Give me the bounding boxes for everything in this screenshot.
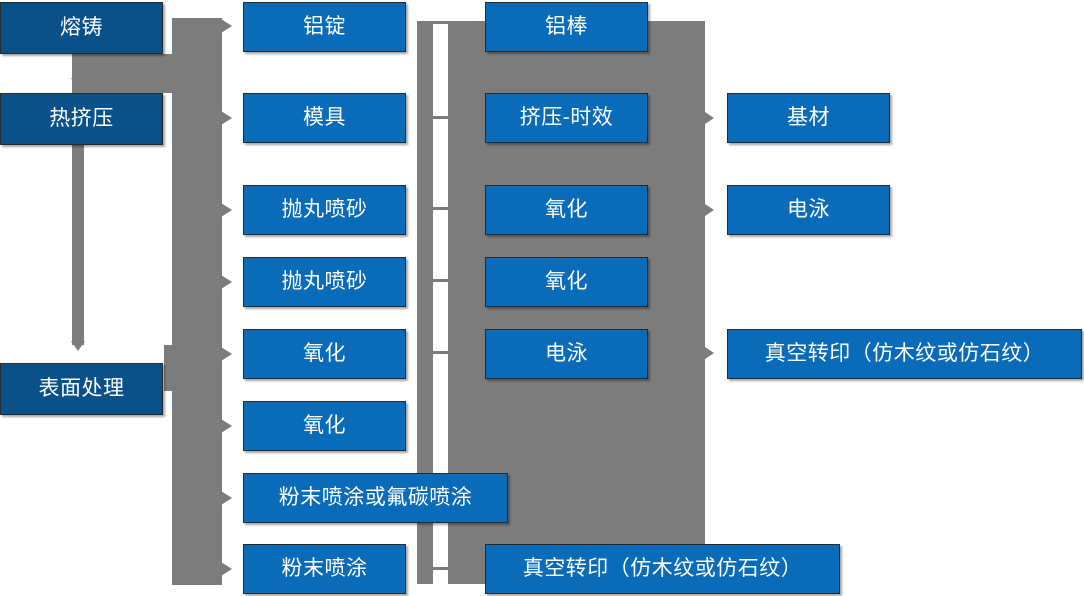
arrow-to-sub-1 [221,19,232,33]
sub-node-paowanpensha-2[interactable]: 抛丸喷砂 [243,257,406,307]
sub-node-label: 模具 [303,106,346,130]
sub-node-label: 抛丸喷砂 [281,198,368,222]
arrow-to-out-1 [705,112,714,124]
connector-stage2-to-stage3-arrowhead [71,341,85,351]
rung-to-treat-4 [432,279,456,282]
treat-node-lvbang[interactable]: 铝棒 [485,2,648,52]
sub-node-fenmopentu-huotanpentu[interactable]: 粉末喷涂或氟碳喷涂 [243,473,508,523]
sub-node-yanghua-2[interactable]: 氧化 [243,401,406,451]
riser-bar-column2 [417,21,433,584]
arrow-to-out-3 [705,347,714,359]
sub-node-label: 氧化 [303,414,346,438]
connector-stage-band-upper [72,54,184,93]
arrow-to-sub-3 [221,203,232,217]
treat-node-label: 真空转印（仿木纹或仿石纹） [522,557,803,581]
treat-node-yanghua-2[interactable]: 氧化 [485,257,648,307]
treat-node-dianyong[interactable]: 电泳 [485,329,648,379]
stage-node-biaomianchuli[interactable]: 表面处理 [0,363,163,415]
rung-to-treat-3 [432,207,456,210]
connector-stage2-to-stage3-stem [72,145,84,345]
sub-node-lvding[interactable]: 铝锭 [243,2,406,52]
rung-to-treat-5 [432,351,456,354]
output-node-dianyong[interactable]: 电泳 [727,185,890,235]
treat-node-jiya-shixiao[interactable]: 挤压-时效 [485,93,648,143]
sub-node-yanghua-1[interactable]: 氧化 [243,329,406,379]
output-node-label: 基材 [787,106,830,130]
arrow-to-sub-2 [221,111,232,125]
sub-node-label: 粉末喷涂 [281,557,368,581]
sub-node-paowanpensha-1[interactable]: 抛丸喷砂 [243,185,406,235]
output-node-label: 电泳 [787,198,830,222]
rung-to-treat-1 [432,21,456,24]
sub-node-label: 抛丸喷砂 [281,270,368,294]
output-node-zhenkongzhuanyin[interactable]: 真空转印（仿木纹或仿石纹） [727,329,1082,379]
arrow-to-out-2 [705,204,714,216]
stage-node-label: 热挤压 [49,107,114,131]
stage-node-rejiya[interactable]: 热挤压 [0,93,163,145]
treat-node-label: 电泳 [545,342,588,366]
arrow-to-sub-4 [221,275,232,289]
stage-node-label: 熔铸 [60,16,103,40]
treat-node-label: 铝棒 [545,15,588,39]
stage-node-label: 表面处理 [38,377,125,401]
sub-node-label: 粉末喷涂或氟碳喷涂 [278,486,473,510]
sub-node-muju[interactable]: 模具 [243,93,406,143]
arrow-to-sub-8 [221,562,232,576]
output-node-jicai[interactable]: 基材 [727,93,890,143]
treat-node-zhenkongzhuanyin[interactable]: 真空转印（仿木纹或仿石纹） [485,544,840,594]
rung-to-treat-2 [432,116,456,119]
sub-node-fenmopentu[interactable]: 粉末喷涂 [243,544,406,594]
treat-node-label: 氧化 [545,198,588,222]
arrow-to-sub-7 [221,491,232,505]
arrow-to-sub-6 [221,419,232,433]
sub-node-label: 氧化 [303,342,346,366]
output-node-label: 真空转印（仿木纹或仿石纹） [764,342,1045,366]
sub-node-label: 铝锭 [303,15,346,39]
treat-node-label: 挤压-时效 [519,106,614,130]
arrow-to-sub-5 [221,347,232,361]
rung-to-treat-6 [432,567,456,570]
treat-node-yanghua-1[interactable]: 氧化 [485,185,648,235]
stage-node-rongzhu[interactable]: 熔铸 [0,2,163,54]
main-trunk-column1 [172,18,222,585]
treat-node-label: 氧化 [545,270,588,294]
